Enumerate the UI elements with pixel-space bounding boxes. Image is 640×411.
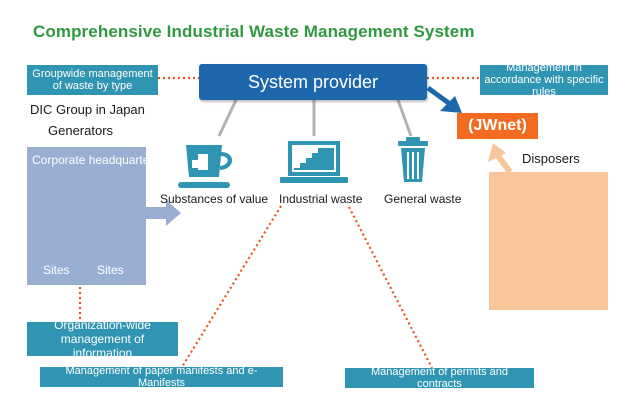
site-label: Sites bbox=[97, 263, 124, 277]
general-waste-label: General waste bbox=[384, 192, 462, 206]
permits-contracts-label: Management of permits and contracts bbox=[345, 366, 534, 390]
disposers-panel bbox=[489, 172, 608, 310]
arrow-to-jwnet bbox=[426, 85, 462, 113]
management-rules-label: Management in accordance with specific r… bbox=[480, 62, 608, 98]
disposers-label: Disposers bbox=[522, 151, 580, 166]
org-info-label: Organization-wide management of informat… bbox=[27, 318, 178, 360]
trash-can-icon bbox=[398, 137, 428, 182]
dic-group-label: DIC Group in Japan bbox=[30, 102, 145, 117]
paper-manifests-label: Management of paper manifests and e-Mani… bbox=[40, 365, 283, 389]
laptop-icon bbox=[280, 141, 348, 183]
site-label: Sites bbox=[43, 263, 70, 277]
jwnet-badge: (JWnet) bbox=[457, 113, 538, 139]
corporate-headquarters-label: Corporate headquarters bbox=[32, 153, 160, 167]
arrow-to-jwnet-from-disposers bbox=[488, 143, 513, 174]
generators-panel: Corporate headquarters Sites Sites bbox=[27, 147, 159, 285]
groupwide-management-label: Groupwide management of waste by type bbox=[27, 65, 158, 95]
system-provider-box: System provider bbox=[199, 64, 427, 100]
dotted-line-permits bbox=[348, 206, 433, 369]
substances-of-value-label: Substances of value bbox=[160, 192, 269, 206]
generators-label: Generators bbox=[48, 123, 114, 138]
industrial-waste-label: Industrial waste bbox=[279, 192, 363, 206]
diagram-title: Comprehensive Industrial Waste Managemen… bbox=[33, 22, 475, 41]
arrow-generators-out bbox=[146, 200, 181, 226]
cup-icon bbox=[178, 145, 233, 188]
connector-substances bbox=[217, 99, 238, 137]
connector-general bbox=[396, 99, 413, 137]
dotted-line-manifests bbox=[181, 205, 282, 368]
